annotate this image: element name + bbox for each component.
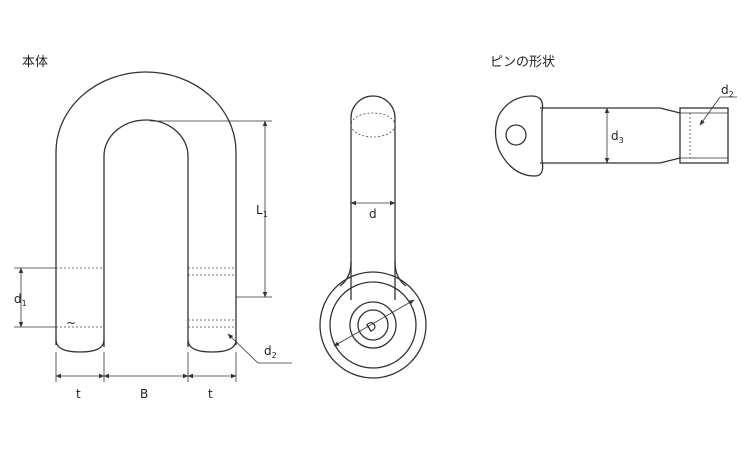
d2-pin-leader-arrow — [699, 96, 721, 126]
left-leg-end — [55, 339, 105, 353]
d1-dimension: d1 — [14, 267, 56, 328]
l1-dimension: L1 — [150, 120, 272, 298]
t-left-label: t — [76, 387, 81, 401]
shackle-body: ~ — [55, 71, 237, 353]
bottom-dimensions: t B t — [55, 352, 237, 401]
d3-label: d3 — [611, 129, 624, 145]
t-right-label: t — [208, 387, 213, 401]
right-leg-end — [187, 339, 237, 353]
pin-taper-top — [659, 107, 681, 114]
d1-label: d1 — [14, 292, 27, 308]
pin-title: ピンの形状 — [490, 55, 555, 70]
side-top-cap — [350, 95, 396, 300]
pin-head — [494, 95, 544, 177]
d2-body-leader: d2 — [227, 333, 292, 364]
D-dim-line — [333, 299, 415, 347]
pin-view: d3 d2 — [494, 83, 737, 177]
d2-leader-arrow — [227, 333, 259, 364]
side-view: d D — [319, 95, 427, 379]
side-neck-right — [394, 261, 407, 287]
d2-pin-label: d2 — [721, 83, 734, 99]
eye-mid-ring — [329, 281, 417, 369]
body-outer-outline — [55, 71, 237, 345]
pin-hole — [505, 124, 527, 146]
side-top-dashed — [350, 112, 396, 138]
wave-mark: ~ — [66, 316, 76, 330]
eye-outer-ring — [319, 271, 427, 379]
pin-taper-bottom — [659, 157, 681, 164]
l1-label: L1 — [256, 203, 268, 219]
d2-body-label: d2 — [264, 344, 277, 360]
b-label: B — [140, 387, 148, 401]
side-neck-left — [339, 261, 352, 287]
D-label: D — [364, 318, 379, 335]
d-side-label: d — [369, 207, 377, 221]
body-title: 本体 — [22, 55, 48, 70]
pin-thread-block — [679, 107, 729, 164]
body-inner-outline — [103, 119, 189, 347]
